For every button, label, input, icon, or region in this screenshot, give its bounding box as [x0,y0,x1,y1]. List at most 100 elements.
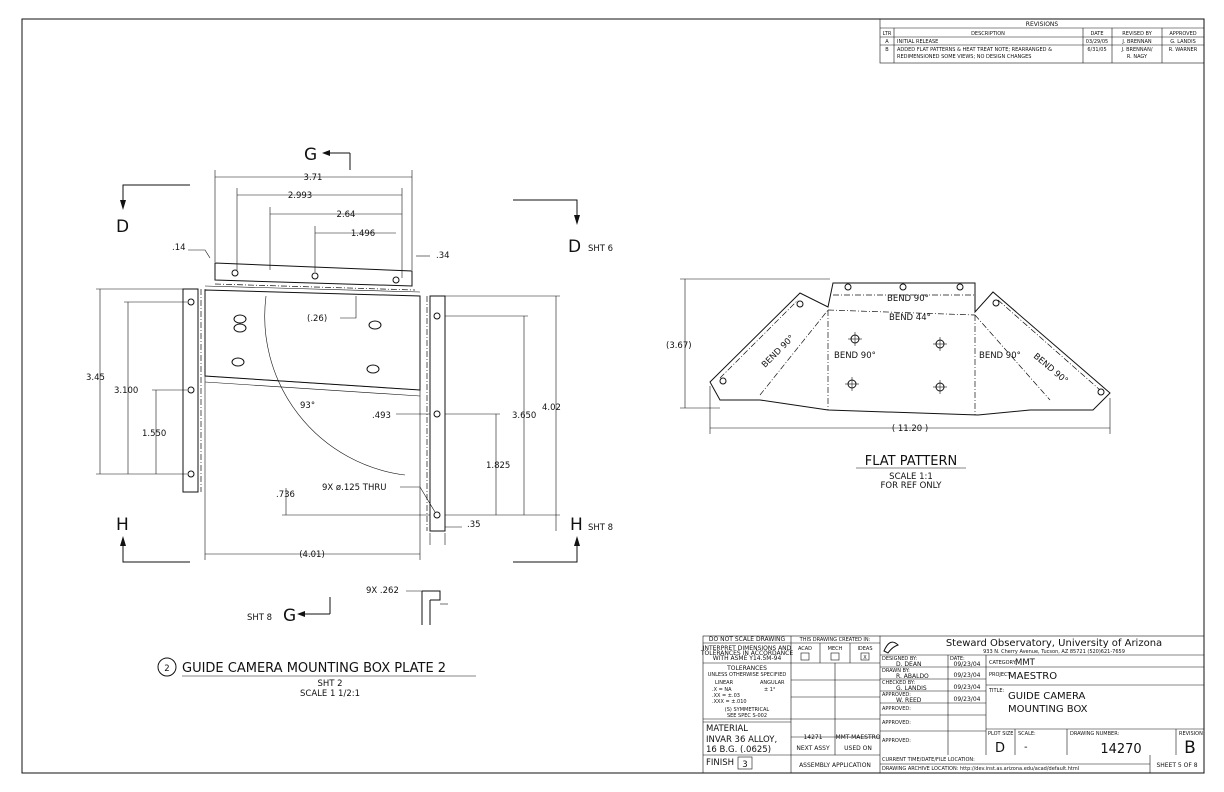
current-time-label: CURRENT TIME/DATE/FILE LOCATION: [882,757,975,763]
company-logo-icon [883,641,899,654]
drawn-by-label: DRAWN BY: [882,668,910,674]
section-h-right-ref: SHT 8 [588,523,613,533]
plot-size-value: D [995,741,1005,756]
date-label: DATE: [950,656,965,662]
flat-bend-right: BEND 90° [979,351,1021,361]
rev-header-approved: APPROVED [1169,31,1196,37]
designed-by: D. DEAN [896,661,921,668]
checked-by-label: CHECKED BY: [882,680,915,686]
rev-row-a-desc: INITIAL RELEASE [897,39,938,45]
rev-row-b-desc-1: ADDED FLAT PATTERNS & HEAT TREAT NOTE; R… [897,47,1052,53]
rev-row-b-approved: R. WARNER [1169,47,1198,53]
project-value: MAESTRO [1008,671,1057,682]
material-line-2: 16 B.G. (.0625) [706,745,771,755]
company-name: Steward Observatory, University of Arizo… [946,638,1162,649]
title-line-1: GUIDE CAMERA [1008,691,1086,702]
title-line-2: MOUNTING BOX [1008,704,1088,715]
section-g-bottom-label: G [283,606,296,626]
created-in-ideas-mark: X [863,655,867,661]
rev-row-a-by: J. BRENNAN [1121,39,1152,45]
note-holes: 9X ø.125 THRU [322,483,386,493]
material-line-1: INVAR 36 ALLOY, [706,735,777,745]
section-d-right-label: D [568,237,581,257]
flat-pattern-view: BEND 90° BEND 44° BEND 90° BEND 90° BEND… [666,278,1111,491]
dim-0-493: .493 [372,411,391,421]
section-h-right-label: H [570,515,583,535]
note-tol-xx: .XX = ±.03 [712,693,740,699]
dim-034: .34 [436,251,450,261]
project-label: PROJECT: [989,672,1012,678]
sheet-number: SHEET 5 OF 8 [1156,762,1197,769]
created-in-ideas: IDEAS [857,646,872,652]
approved-label-4: APPROVED: [882,738,911,744]
note-interpret-2: TOLERANCES IN ACCORDANCE [700,650,793,657]
used-on-label: USED ON [844,745,872,752]
section-d-left-label: D [116,217,129,237]
rev-row-b-by-1: J. BRENNAN/ [1120,47,1152,53]
finish-label: FINISH [706,758,734,768]
approved-label: APPROVED: [882,692,911,698]
checked-by: G. LANDIS [896,685,927,692]
plot-size-label: PLOT SIZE [988,731,1013,737]
dim-3-71: 3.71 [304,173,323,183]
section-markers: D D SHT 6 G H H SHT 8 SHT 8 G [116,145,613,626]
section-g-bottom-ref: SHT 8 [247,613,272,623]
revisions-table: REVISIONS LTR DESCRIPTION DATE REVISED B… [879,18,1205,64]
approved-by: W. REED [896,697,922,704]
flat-bend-44: BEND 44° [889,313,931,323]
drawing-number: 14270 [1100,742,1141,757]
drawing-number-label: DRAWING NUMBER: [1070,731,1120,737]
flat-pattern-note: FOR REF ONLY [881,481,943,491]
drawn-date: 09/23/04 [954,672,981,679]
scale-value: - [1024,742,1028,753]
company-address: 933 N. Cherry Avenue, Tucson, AZ 85721 (… [983,649,1125,655]
dim-4-02: 4.02 [542,403,561,413]
plate-dimensions: 3.71 2.993 2.64 1.496 .14 .34 (.26) 3.45… [86,170,561,625]
dim-4-01: (4.01) [299,550,325,560]
flat-bend-left-diag: BEND 90° [760,333,797,370]
flat-pattern-title: FLAT PATTERN [865,454,958,469]
note-tolerances-title: TOLERANCES [726,665,767,672]
rev-row-a-ltr: A [885,39,889,45]
flat-height-dim: (3.67) [666,341,692,351]
flat-bend-right-diag: BEND 90° [1031,352,1070,387]
assembly-application-label: ASSEMBLY APPLICATION [799,762,871,769]
plate-view [182,262,446,532]
note-do-not-scale: DO NOT SCALE DRAWING [709,636,786,643]
dim-2-993: 2.993 [288,191,312,201]
view-title: GUIDE CAMERA MOUNTING BOX PLATE 2 [182,661,446,676]
view-sheet: SHT 2 [317,679,342,689]
approved-label-3: APPROVED: [882,720,911,726]
used-on-number: MMT-MAESTRO [835,734,880,741]
note-tolerances-unless: UNLESS OTHERWISE SPECIFIED [708,672,787,678]
next-assy-label: NEXT ASSY [796,745,830,752]
next-assy-number: 14271 [803,734,822,741]
note-interpret-3: WITH ASME Y14.5M-94 [713,655,782,662]
rev-header-revised-by: REVISED BY [1122,31,1152,37]
title-block: DO NOT SCALE DRAWING INTERPRET DIMENSION… [700,635,1205,774]
category-value: MMT [1015,658,1036,668]
dim-3-100: 3.100 [114,386,138,396]
dim-014: .14 [172,243,186,253]
drawn-by: R. ABALDO [896,673,929,680]
note-angular: ANGULAR [760,680,785,686]
dim-93-deg: 93° [300,401,315,411]
dim-1-496: 1.496 [351,229,375,239]
note-symmetrical: (S) SYMMETRICAL [725,707,770,713]
dim-0-262: 9X .262 [366,586,399,596]
rev-row-a-approved: G. LANDIS [1170,39,1196,45]
section-g-top-label: G [304,145,317,165]
designed-by-label: DESIGNED BY: [882,656,917,662]
revision-value: B [1184,738,1196,758]
rev-row-b-desc-2: REDIMENSIONED SOME VIEWS; NO DESIGN CHAN… [897,54,1031,60]
note-tol-x: .X = NA [712,687,732,693]
rev-row-b-ltr: B [885,47,889,53]
section-d-right-ref: SHT 6 [588,244,613,254]
dim-0-736: .736 [276,490,295,500]
note-linear: LINEAR [715,680,734,686]
dim-3-45: 3.45 [86,373,105,383]
designed-date: 09/23/04 [954,661,981,668]
rev-header-ltr: LTR [883,31,892,37]
dim-1-825: 1.825 [486,461,510,471]
